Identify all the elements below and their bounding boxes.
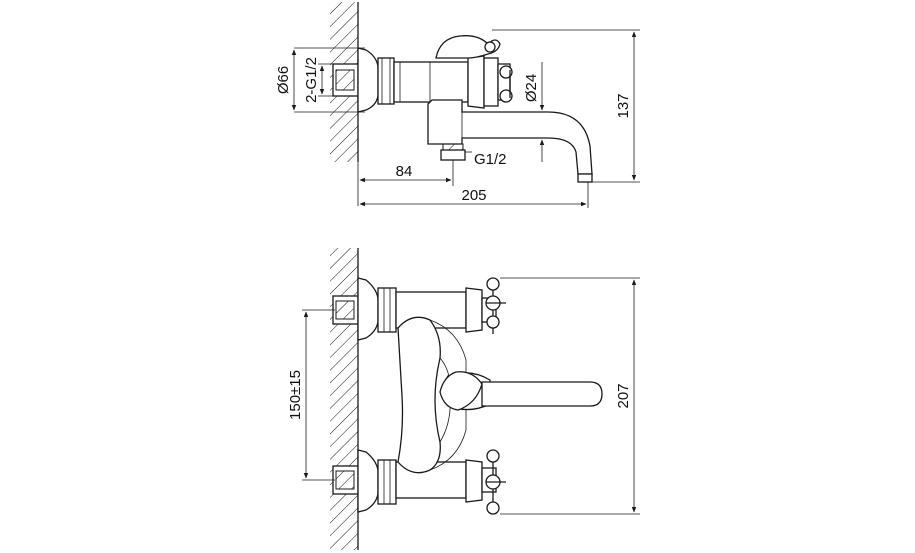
dimension-outlet-diameter: Ø24 [523, 62, 546, 162]
dim-label-outlet-diameter: Ø24 [523, 74, 540, 102]
dimension-total-length: 205 [359, 182, 589, 208]
dimension-inlet-spacing: 150±15 [287, 309, 335, 481]
mixer-body-side [393, 55, 485, 109]
dimension-height: 137 [492, 29, 640, 183]
inlet-nut-side [332, 63, 359, 97]
mixer-body-front [397, 316, 467, 474]
dim-label-outlet-thread: G1/2 [474, 151, 507, 168]
dim-label-height: 137 [615, 93, 632, 118]
spout-side [427, 99, 593, 183]
wall-section-front [330, 248, 359, 550]
side-view: Ø66 2-G1/2 Ø24 137 84 [275, 2, 640, 208]
front-view: 150±15 207 [287, 248, 640, 550]
dim-label-outlet-offset: 84 [396, 163, 413, 180]
dim-label-total-height: 207 [615, 383, 632, 408]
dim-label-inlet-spacing: 150±15 [287, 370, 304, 420]
diverter-lever-front [439, 371, 491, 411]
dimension-outlet-thread: G1/2 [465, 151, 507, 168]
upper-cross-handle-front [481, 277, 506, 334]
dim-label-total-length: 205 [461, 187, 486, 204]
wall-flange-side [357, 47, 395, 113]
lower-cross-handle-front [481, 449, 506, 515]
dimension-inlet-thread: 2-G1/2 [303, 57, 335, 103]
cross-handle-side [483, 57, 513, 107]
spout-front [481, 381, 603, 407]
dim-label-flange-diameter: Ø66 [275, 66, 292, 94]
dim-label-inlet-thread: 2-G1/2 [303, 57, 320, 103]
diverter-lever-side [435, 35, 501, 59]
dimension-total-height: 207 [500, 277, 640, 515]
dimension-flange-diameter: Ø66 [275, 47, 365, 113]
dimension-outlet-offset: 84 [357, 160, 454, 206]
